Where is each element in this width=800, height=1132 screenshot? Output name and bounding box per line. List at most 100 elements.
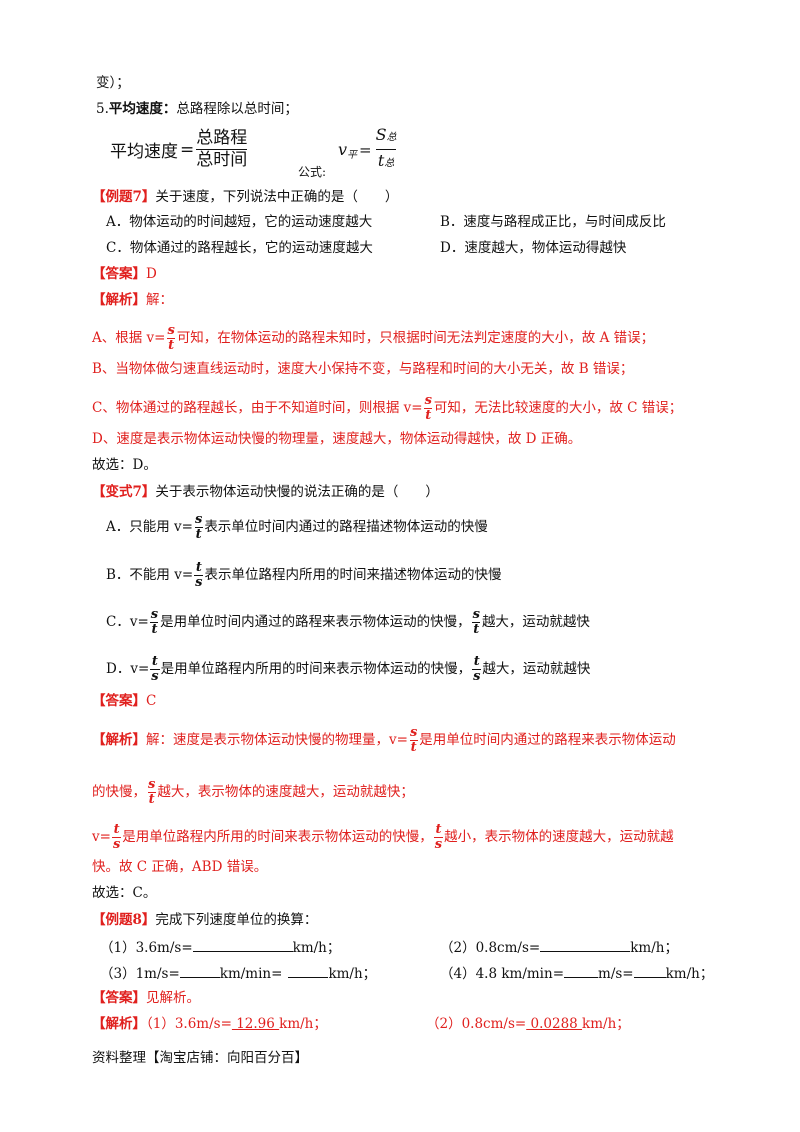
- numerator: s: [167, 323, 175, 338]
- numerator: s: [150, 607, 159, 622]
- numerator: t: [113, 822, 120, 837]
- formula-label: 公式:: [298, 165, 327, 179]
- denominator: t: [150, 622, 159, 637]
- numerator: s: [424, 393, 432, 408]
- unit: km/h；: [279, 1016, 327, 1032]
- text: （1）3.6m/s=: [146, 1016, 232, 1032]
- variant7-choose: 故选：C。: [92, 885, 157, 901]
- example8-analysis-2: （2）0.8cm/s= 0.0288 km/h；: [426, 1015, 630, 1033]
- text: C．v=: [106, 614, 149, 630]
- formula-s-sub: 总: [386, 132, 397, 143]
- answer-blank[interactable]: [192, 937, 293, 952]
- unit: km/h；: [630, 940, 678, 956]
- answer-blank[interactable]: [633, 963, 666, 978]
- numerator: t: [435, 822, 442, 837]
- text: m/s=: [598, 966, 634, 982]
- answer-blank[interactable]: [540, 937, 631, 952]
- answer-value: 12.96: [231, 1016, 280, 1032]
- text: 是用单位时间内通过的路程来表示物体运动: [419, 732, 676, 748]
- denominator: t: [147, 792, 156, 807]
- variant7-answer: 【答案】C: [92, 692, 156, 710]
- footer-source: 资料整理【淘宝店铺：向阳百分百】: [92, 1050, 308, 1066]
- text: 越小，表示物体的速度越大，运动就越: [444, 829, 674, 845]
- text: （3）1m/s=: [100, 966, 180, 982]
- formula-v-sub: 平: [347, 150, 358, 161]
- example8-q2: （2）0.8cm/s= km/h；: [440, 937, 678, 957]
- text: v=: [92, 829, 111, 845]
- analysis-tag: 【解析】: [92, 732, 146, 748]
- formula-v: v: [338, 140, 348, 159]
- example7-tag: 【例题7】: [92, 189, 156, 205]
- example8-answer: 【答案】见解析。: [92, 989, 200, 1007]
- example8-tag: 【例题8】: [92, 912, 156, 928]
- text: B．不能用 v=: [106, 567, 194, 583]
- example8-analysis-1: 【解析】（1）3.6m/s= 12.96 km/h；: [92, 1015, 327, 1033]
- formula-t: t: [377, 151, 385, 170]
- denominator: s: [111, 837, 122, 852]
- analysis-tag: 【解析】: [92, 1016, 146, 1032]
- text: （1）3.6m/s=: [100, 940, 193, 956]
- example7-answer: 【答案】D: [92, 265, 157, 283]
- continued-text: 变）；: [96, 75, 130, 91]
- example8-q4: （4）4.8 km/min= m/s= km/h；: [440, 963, 713, 983]
- text: A．只能用 v=: [106, 519, 193, 535]
- formula-equals: =: [180, 139, 195, 160]
- formula-equals-2: =: [359, 140, 372, 159]
- example7-analysis-d: D、速度是表示物体运动快慢的物理量，速度越大，物体运动得越快，故 D 正确。: [92, 431, 582, 447]
- example7-text: 关于速度，下列说法中正确的是（ ）: [155, 189, 399, 205]
- answer-value: 0.0288: [526, 1016, 583, 1032]
- unit: km/h；: [328, 966, 377, 982]
- answer-blank[interactable]: [564, 963, 599, 978]
- formula-t-sub: 总: [384, 158, 395, 169]
- denominator: t: [472, 622, 481, 637]
- text: 是用单位路程内所用的时间来表示物体运动的快慢，: [122, 829, 433, 845]
- unit: km/h；: [665, 966, 714, 982]
- formula-numerator: 总路程: [196, 128, 248, 148]
- example7-analysis-heading: 【解析】解：: [92, 291, 173, 309]
- example7-option-c: C．物体通过的路程越长，它的运动速度越大: [106, 240, 373, 256]
- text: （4）4.8 km/min=: [440, 966, 565, 982]
- example7-choose: 故选：D。: [92, 457, 157, 473]
- analysis-intro: 解：: [146, 292, 173, 308]
- definition-average-speed: 5.平均速度：总路程除以总时间；: [96, 100, 298, 118]
- text: D．v=: [106, 661, 150, 677]
- text: 越大，运动就越快: [482, 661, 591, 677]
- example7-analysis-b: B、当物体做匀速直线运动时，速度大小保持不变，与路程和时间的大小无关，故 B 错…: [92, 361, 634, 377]
- denominator: s: [150, 669, 160, 684]
- example8-q1: （1）3.6m/s=km/h；: [100, 937, 340, 957]
- answer-tag: 【答案】: [92, 990, 146, 1006]
- denominator: t: [167, 338, 176, 353]
- text: （2）0.8cm/s=: [440, 940, 541, 956]
- text: 解：速度是表示物体运动快慢的物理量，v=: [146, 732, 408, 748]
- example7-option-a: A．物体运动的时间越短，它的运动速度越大: [106, 214, 373, 230]
- answer-tag: 【答案】: [92, 266, 146, 282]
- text: C、物体通过的路程越长，由于不知道时间，则根据 v=: [92, 400, 423, 416]
- numerator: s: [148, 777, 156, 792]
- example8-text: 完成下列速度单位的换算：: [155, 912, 318, 928]
- formula-lhs: 平均速度: [110, 142, 178, 162]
- text: km/min=: [219, 966, 283, 982]
- answer-value: C: [146, 693, 157, 709]
- text: 表示单位时间内通过的路程描述物体运动的快慢: [204, 519, 488, 535]
- numerator: s: [194, 512, 203, 527]
- unit: km/h；: [582, 1016, 630, 1032]
- denominator: t: [409, 740, 418, 755]
- answer-blank[interactable]: [179, 963, 220, 978]
- definition-term: 平均速度：: [108, 101, 177, 117]
- text: 是用单位时间内通过的路程来表示物体运动的快慢，: [160, 614, 471, 630]
- answer-blank[interactable]: [288, 963, 329, 978]
- numerator: s: [472, 607, 480, 622]
- example7-option-d: D．速度越大，物体运动得越快: [440, 240, 627, 256]
